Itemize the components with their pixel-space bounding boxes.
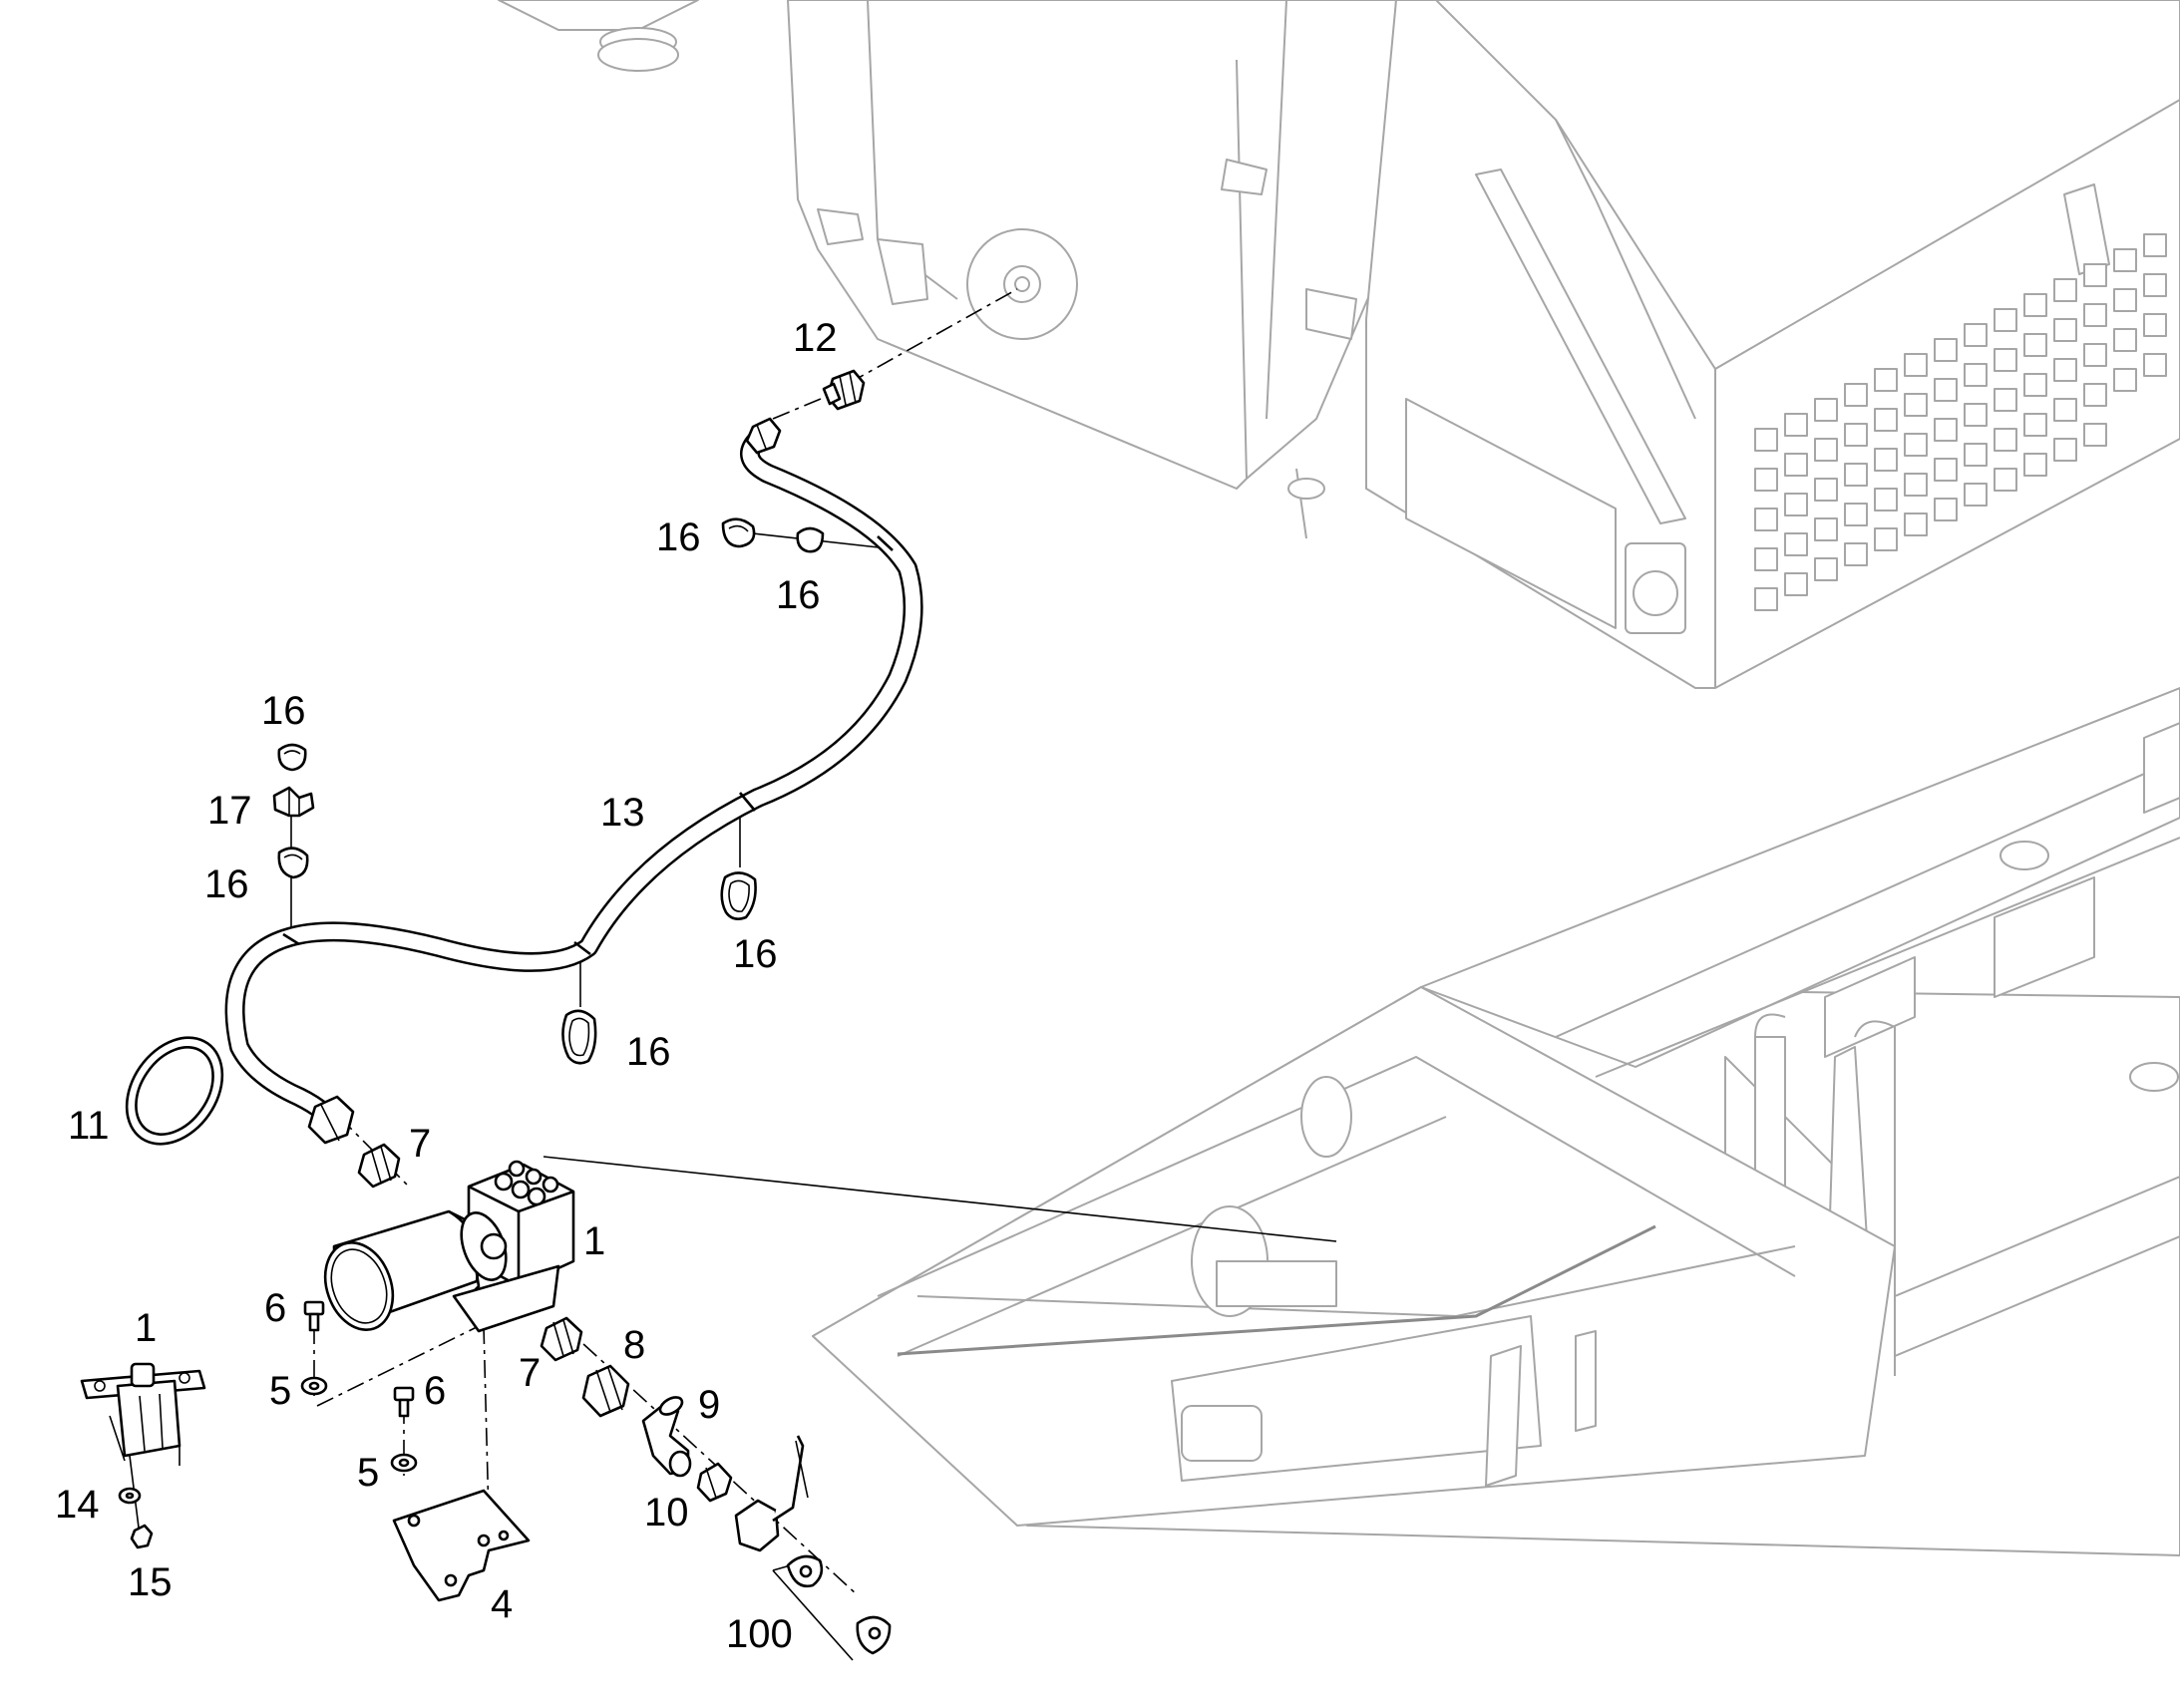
clip-17[interactable] (272, 786, 315, 818)
hose-13[interactable] (224, 429, 923, 1137)
callout-6-a: 6 (264, 1286, 286, 1330)
leader-pump-to-plate (483, 1325, 490, 1517)
callout-12: 12 (793, 316, 838, 360)
pump-assembly-alt-1[interactable] (80, 1362, 206, 1466)
bolt-6-a[interactable] (303, 1300, 325, 1332)
adapter-8[interactable] (581, 1364, 630, 1418)
fitting-10[interactable] (696, 1462, 733, 1503)
callout-1-pump: 1 (583, 1219, 605, 1263)
callout-13: 13 (600, 791, 645, 835)
callout-5-a: 5 (269, 1369, 291, 1413)
leader-12-to-hose (772, 393, 834, 420)
fitting-12[interactable] (822, 369, 866, 411)
callout-4: 4 (491, 1582, 513, 1626)
hose-end-fitting-lower (307, 1095, 355, 1145)
hydraulic-pump-1[interactable] (314, 1160, 575, 1339)
leader-100-bracket-a (772, 1569, 854, 1661)
washer-5-a[interactable] (300, 1376, 328, 1396)
clamp-16-mid[interactable] (277, 847, 309, 879)
callout-16-top: 16 (261, 689, 306, 733)
leader-12-to-housing (847, 288, 1018, 385)
clamp-16-right[interactable] (720, 871, 757, 920)
callout-9: 9 (698, 1383, 720, 1427)
front-tank (812, 986, 1896, 1527)
bolt-6-b[interactable] (393, 1386, 415, 1418)
callout-16-right: 16 (733, 932, 778, 976)
callout-1-alt: 1 (135, 1306, 157, 1350)
callout-5-b: 5 (357, 1451, 379, 1495)
leader-pump-outlet (557, 1320, 859, 1596)
engine-block (787, 0, 1397, 539)
guard-grille (1754, 233, 2167, 611)
callout-16-clamp-b: 16 (776, 573, 821, 617)
callout-6-b: 6 (424, 1369, 446, 1413)
callout-100: 100 (726, 1612, 793, 1656)
callout-16-bottom: 16 (626, 1030, 671, 1074)
callout-14: 14 (55, 1483, 100, 1527)
clamp-16-upper-b[interactable] (796, 526, 825, 553)
callout-16-clamp-a: 16 (656, 515, 701, 559)
washer-5-b[interactable] (390, 1453, 418, 1473)
washer-14[interactable] (118, 1487, 142, 1505)
nut-15[interactable] (130, 1524, 154, 1549)
elbow-9[interactable] (641, 1394, 692, 1478)
callout-7-lower: 7 (519, 1351, 541, 1395)
leader-plate-bracket (316, 1325, 480, 1407)
top-left-housing (498, 0, 699, 72)
guard-housing (1365, 0, 2180, 689)
clamp-16-top[interactable] (277, 743, 307, 772)
callout-8: 8 (623, 1323, 645, 1367)
callout-10: 10 (644, 1491, 689, 1535)
clamp-16-bottom[interactable] (561, 1009, 597, 1065)
kit-100[interactable] (734, 1435, 892, 1655)
hose-end-fitting-upper (745, 417, 782, 455)
seal-ring-11[interactable] (107, 1019, 241, 1162)
callout-labels: 12 16 16 16 17 16 13 16 16 11 7 1 6 1 5 … (55, 316, 838, 1656)
callout-17: 17 (207, 789, 252, 833)
mounting-plate-4[interactable] (392, 1489, 531, 1602)
callout-7-upper: 7 (409, 1122, 431, 1166)
callout-11: 11 (68, 1104, 110, 1148)
machine-context (498, 0, 2180, 1556)
fitting-7-lower[interactable] (540, 1316, 583, 1362)
leader-1-to-tank (543, 1156, 1337, 1242)
callout-16-mid: 16 (204, 862, 249, 906)
clamp-16-upper-a[interactable] (721, 517, 756, 548)
fitting-7-upper[interactable] (357, 1143, 401, 1189)
callout-15: 15 (128, 1560, 173, 1604)
